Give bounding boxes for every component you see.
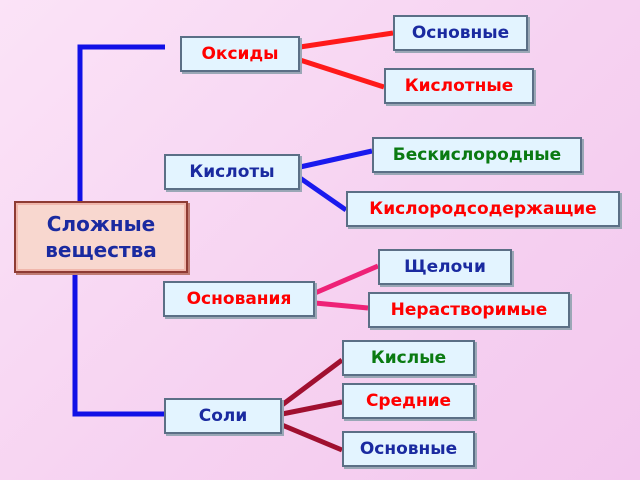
connector-oxides-basic [299,30,394,50]
node-acids-oxygenfree: Бескислородные [372,137,582,173]
connector-salts-basic [281,422,343,453]
node-salts-acid: Кислые [342,340,475,376]
connector-oxides-acidic [299,57,385,90]
connector-bases-alkali [314,263,379,296]
node-oxides-basic: Основные [393,15,528,51]
connector-salts-acid [280,358,344,407]
node-acids: Кислоты [164,154,300,190]
connector-bases-insoluble [314,300,369,311]
node-salts-normal: Средние [342,383,475,419]
node-oxides: Оксиды [180,36,300,72]
node-salts: Соли [164,398,282,434]
trunk-connector-top [77,44,165,201]
node-oxides-acidic: Кислотные [384,68,534,104]
connector-salts-normal [281,399,343,417]
root-box-complex-substances: Сложные вещества [14,201,188,273]
node-salts-basic: Основные [342,431,475,467]
node-bases-insoluble: Нерастворимые [368,292,570,328]
connector-acids-oxygen [298,175,348,213]
node-acids-oxygen: Кислородсодержащие [346,191,620,227]
trunk-connector-bottom [72,273,165,417]
node-bases: Основания [163,281,315,317]
connector-acids-oxygenfree [299,148,373,170]
node-bases-alkali: Щелочи [378,249,512,285]
